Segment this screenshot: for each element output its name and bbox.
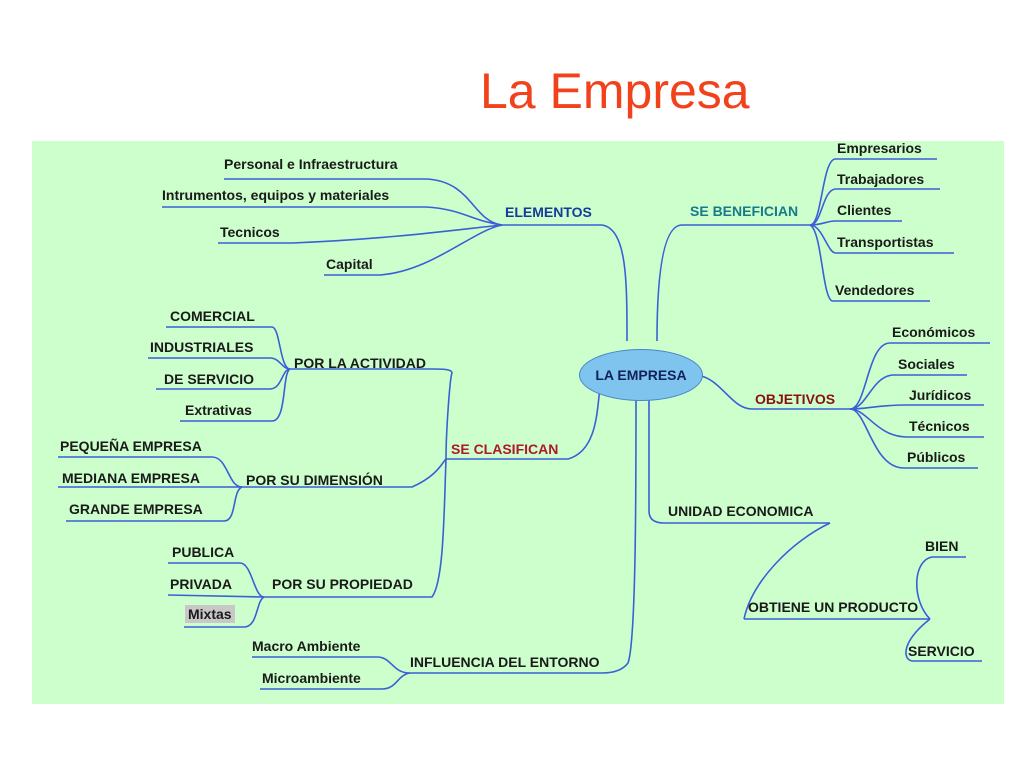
objetivo-juridicos: Jurídicos	[909, 387, 972, 403]
branch-elementos: ELEMENTOS	[505, 204, 592, 220]
beneficiario-clientes: Clientes	[837, 202, 892, 218]
branch-se-clasifican: SE CLASIFICAN	[451, 441, 559, 457]
branch-unidad-economica: UNIDAD ECONOMICA	[668, 503, 814, 519]
objetivo-sociales: Sociales	[898, 356, 955, 372]
por-la-actividad: POR LA ACTIVIDAD	[294, 355, 426, 371]
center-node: LA EMPRESA	[579, 349, 703, 401]
elementos-item-tecnicos: Tecnicos	[220, 224, 280, 240]
branch-objetivos: OBJETIVOS	[755, 391, 836, 407]
elementos-item-instrumentos: Intrumentos, equipos y materiales	[162, 187, 390, 203]
actividad-comercial: COMERCIAL	[170, 308, 255, 324]
beneficiario-empresarios: Empresarios	[837, 140, 922, 156]
actividad-de-servicio: DE SERVICIO	[164, 371, 254, 387]
objetivo-publicos: Públicos	[907, 449, 966, 465]
por-su-dimension: POR SU DIMENSIÓN	[246, 472, 383, 488]
propiedad-mixtas: Mixtas	[185, 605, 235, 623]
obtiene-un-producto: OBTIENE UN PRODUCTO	[748, 599, 919, 615]
beneficiario-transportistas: Transportistas	[837, 234, 934, 250]
branch-se-benefician: SE BENEFICIAN	[690, 203, 799, 219]
dimension-grande: GRANDE EMPRESA	[69, 501, 203, 517]
page-title: La Empresa	[480, 63, 750, 119]
actividad-extrativas: Extrativas	[185, 402, 252, 418]
producto-servicio: SERVICIO	[908, 643, 975, 659]
beneficiario-trabajadores: Trabajadores	[837, 171, 925, 187]
producto-bien: BIEN	[925, 538, 959, 554]
elementos-item-capital: Capital	[326, 256, 373, 272]
mind-map: Personal e Infraestructura Intrumentos, …	[32, 140, 1004, 704]
propiedad-publica: PUBLICA	[172, 544, 235, 560]
dimension-mediana: MEDIANA EMPRESA	[62, 470, 200, 486]
elementos-item-personal: Personal e Infraestructura	[224, 156, 398, 172]
entorno-macro-ambiente: Macro Ambiente	[252, 638, 361, 654]
actividad-industriales: INDUSTRIALES	[150, 339, 254, 355]
objetivo-economicos: Económicos	[892, 324, 976, 340]
connector-lines	[58, 158, 990, 690]
beneficiario-vendedores: Vendedores	[835, 282, 915, 298]
por-su-propiedad: POR SU PROPIEDAD	[272, 576, 413, 592]
propiedad-privada: PRIVADA	[170, 576, 232, 592]
entorno-microambiente: Microambiente	[262, 670, 361, 686]
dimension-pequena: PEQUEÑA EMPRESA	[60, 438, 202, 454]
objetivo-tecnicos: Técnicos	[909, 418, 970, 434]
branch-influencia-entorno: INFLUENCIA DEL ENTORNO	[410, 654, 600, 670]
